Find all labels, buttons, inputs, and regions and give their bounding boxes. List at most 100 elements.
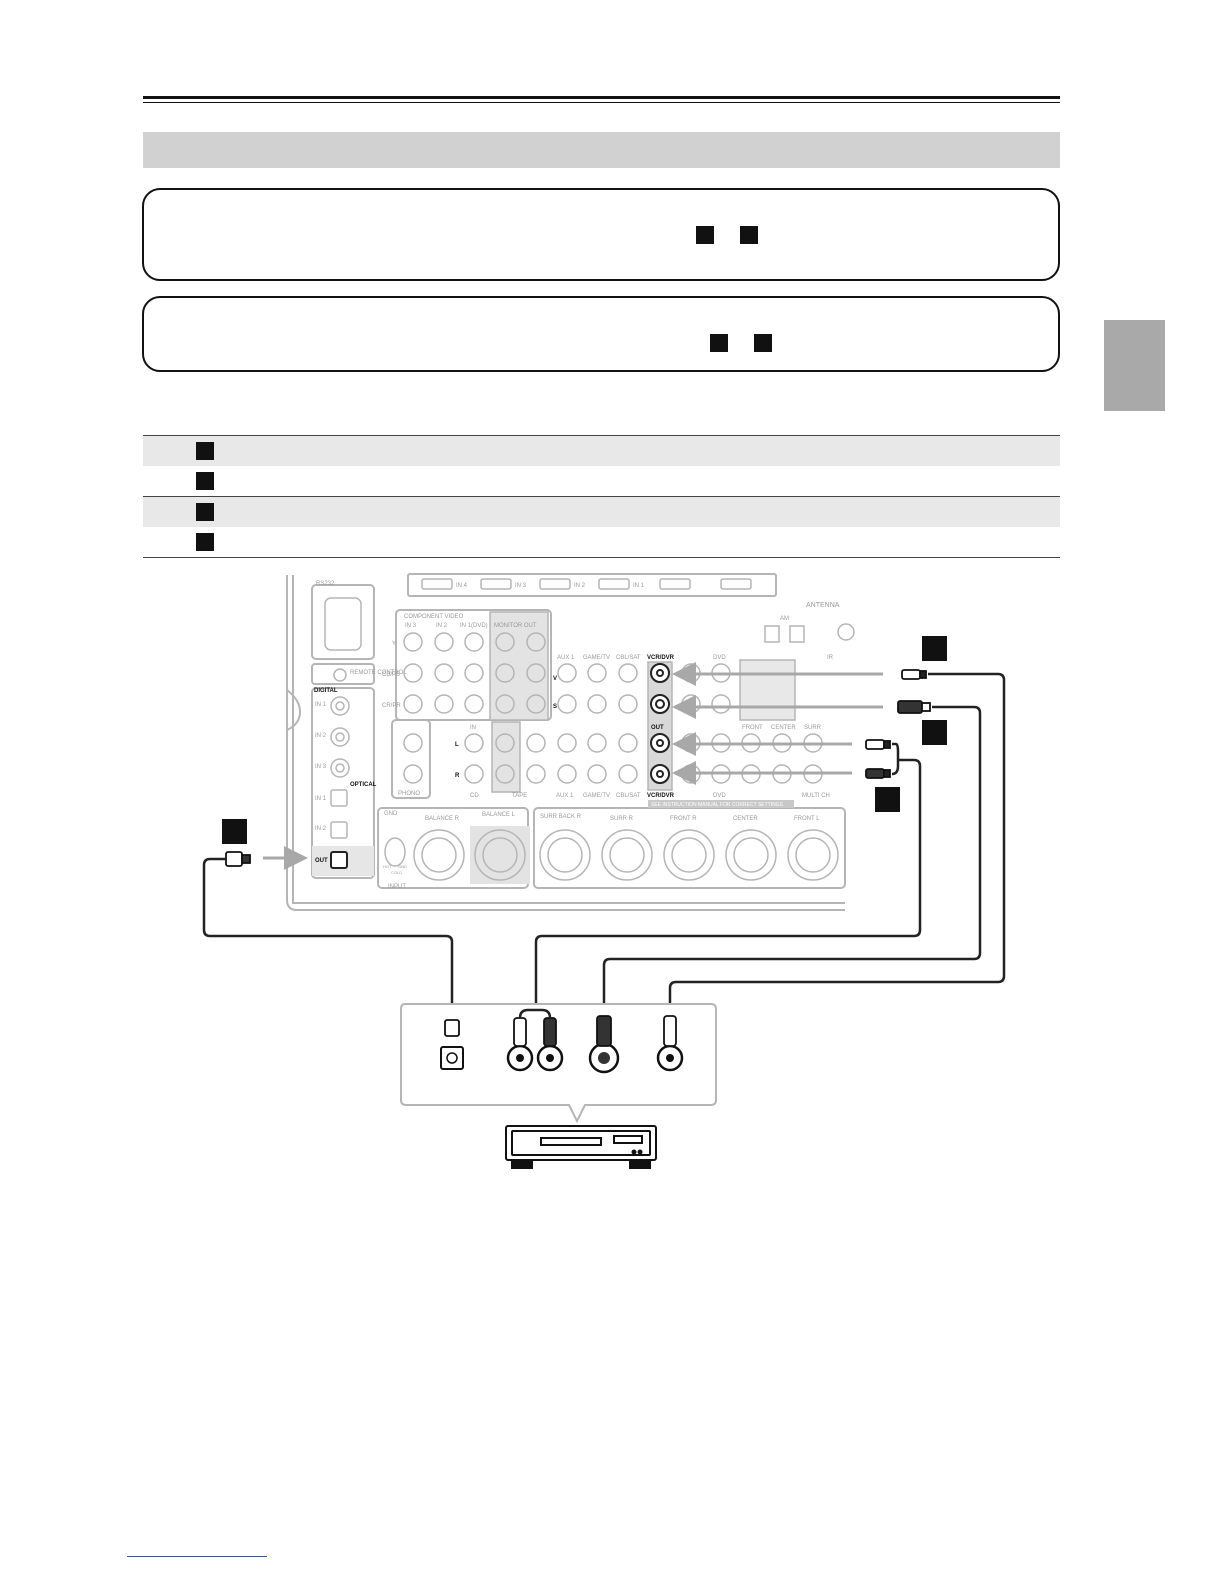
in-label: IN — [470, 725, 476, 731]
gnd-small-label: GND — [398, 864, 407, 869]
optical-out-port — [330, 851, 348, 869]
step-marker-icon — [196, 503, 214, 521]
front-label: FRONT — [742, 725, 763, 731]
callout-box-2 — [142, 296, 1060, 372]
input-label: INPUT — [388, 884, 406, 890]
step-marker-icon — [196, 533, 214, 551]
r-label: R — [455, 773, 460, 779]
hdmi-in3-label: IN 3 — [515, 583, 527, 589]
surr-label: SURR — [804, 725, 822, 731]
surr-back-r-label: SURR BACK R — [540, 814, 582, 820]
center-label: CENTER — [771, 725, 796, 731]
cables — [202, 672, 1006, 1020]
step-marker-icon — [740, 226, 758, 244]
coax-in1-label: IN 1 — [315, 702, 327, 708]
step-marker-icon — [696, 226, 714, 244]
table-row — [143, 527, 1060, 557]
table-row — [143, 436, 1060, 466]
step-marker-icon — [875, 787, 900, 812]
monitor-out-label: MONITOR OUT — [494, 623, 537, 629]
tape-label: TAPE — [512, 793, 527, 799]
step-marker-icon — [222, 819, 247, 844]
cd-label: CD — [470, 793, 479, 799]
aux1-top-label: AUX 1 — [557, 655, 575, 661]
hdmi-in1-label: IN 1 — [633, 583, 645, 589]
footer-link-underline[interactable] — [127, 1556, 267, 1557]
coax-in3-label: IN 3 — [315, 764, 327, 770]
digital-ports — [324, 597, 362, 839]
cb-label: CB/PB — [382, 672, 400, 678]
step-marker-icon — [196, 472, 214, 490]
hot-label: HOT — [383, 864, 392, 869]
optical-label: OPTICAL — [350, 782, 377, 788]
step-marker-icon — [754, 334, 772, 352]
optical-jack-icon — [440, 1046, 464, 1070]
dvd-top-label: DVD — [713, 655, 726, 661]
step-marker-icon — [922, 720, 947, 745]
vcr-device-icon — [505, 1125, 657, 1169]
ir-label: IR — [827, 655, 834, 661]
aux1-bottom-label: AUX 1 — [556, 793, 574, 799]
optical-out-label: OUT — [315, 858, 328, 864]
dvd-bottom-label: DVD — [713, 793, 726, 799]
s-label: S — [553, 704, 557, 710]
balance-l-label: BALANCE L — [482, 812, 516, 818]
signal-arrows — [263, 662, 883, 870]
coax-in2-label: IN 2 — [315, 733, 327, 739]
balance-r-label: BALANCE R — [425, 816, 460, 822]
game-tv-top-label: GAME/TV — [583, 655, 610, 661]
game-tv-bottom-label: GAME/TV — [583, 793, 610, 799]
front-l-label: FRONT L — [794, 816, 820, 822]
center-xlr-label: CENTER — [733, 816, 758, 822]
vcr-dvr-top-label: VCR/DVR — [647, 655, 675, 661]
multi-ch-label: MULTI CH — [802, 793, 830, 799]
section-heading-band — [143, 132, 1060, 168]
surr-r-label: SURR R — [610, 816, 634, 822]
remote-control-label: REMOTE CONTROL — [350, 670, 407, 676]
step-marker-icon — [922, 636, 947, 661]
vcr-dvr-bottom-label: VCR/DVR — [647, 793, 675, 799]
vcr-dvr-jacks — [650, 663, 670, 784]
component-in3-label: IN 3 — [405, 623, 417, 629]
cold-label: COLD — [391, 870, 402, 875]
component-in1-label: IN 1(DVD) — [460, 623, 488, 629]
cbl-sat-top-label: CBL/SAT — [616, 655, 641, 661]
table-rule — [143, 557, 1060, 558]
component-in2-label: IN 2 — [436, 623, 448, 629]
hdmi-in2-label: IN 2 — [574, 583, 586, 589]
table-row — [143, 497, 1060, 527]
diagram-step-markers — [222, 636, 947, 844]
section-thumb-tab — [1104, 320, 1165, 411]
warning-label: SEE INSTRUCTION MANUAL FOR CORRECT SETTI… — [651, 802, 784, 808]
receiver-rear-panel — [286, 573, 846, 911]
out-label: OUT — [651, 725, 664, 731]
antenna-label: ANTENNA — [806, 602, 840, 609]
header-rule-thin — [143, 102, 1060, 103]
table-rule — [143, 496, 1060, 497]
cable-plugs — [225, 669, 931, 867]
device-jack-panel — [400, 1003, 717, 1124]
gnd-label: GND — [384, 811, 398, 817]
header-rule-thick — [143, 96, 1060, 99]
warning-strip — [648, 800, 794, 808]
digital-label: DIGITAL — [314, 688, 338, 694]
component-video-ports — [403, 611, 549, 721]
l-label: L — [455, 742, 459, 748]
step-marker-icon — [710, 334, 728, 352]
hdmi-in4-label: IN 4 — [456, 583, 468, 589]
optical-in2-label: IN 2 — [315, 826, 327, 832]
cr-label: CR/PR — [382, 703, 401, 709]
table-rule — [143, 435, 1060, 436]
connection-table — [143, 435, 1060, 558]
v-label: V — [553, 676, 557, 682]
am-label: AM — [780, 616, 789, 622]
hdmi-ports — [421, 578, 752, 590]
step-marker-icon — [196, 442, 214, 460]
phono-label: PHONO — [398, 791, 420, 797]
rs232-label: RS232 — [316, 581, 335, 587]
front-r-label: FRONT R — [670, 816, 697, 822]
table-row — [143, 466, 1060, 496]
optical-in1-label: IN 1 — [315, 796, 327, 802]
cbl-sat-bottom-label: CBL/SAT — [616, 793, 641, 799]
